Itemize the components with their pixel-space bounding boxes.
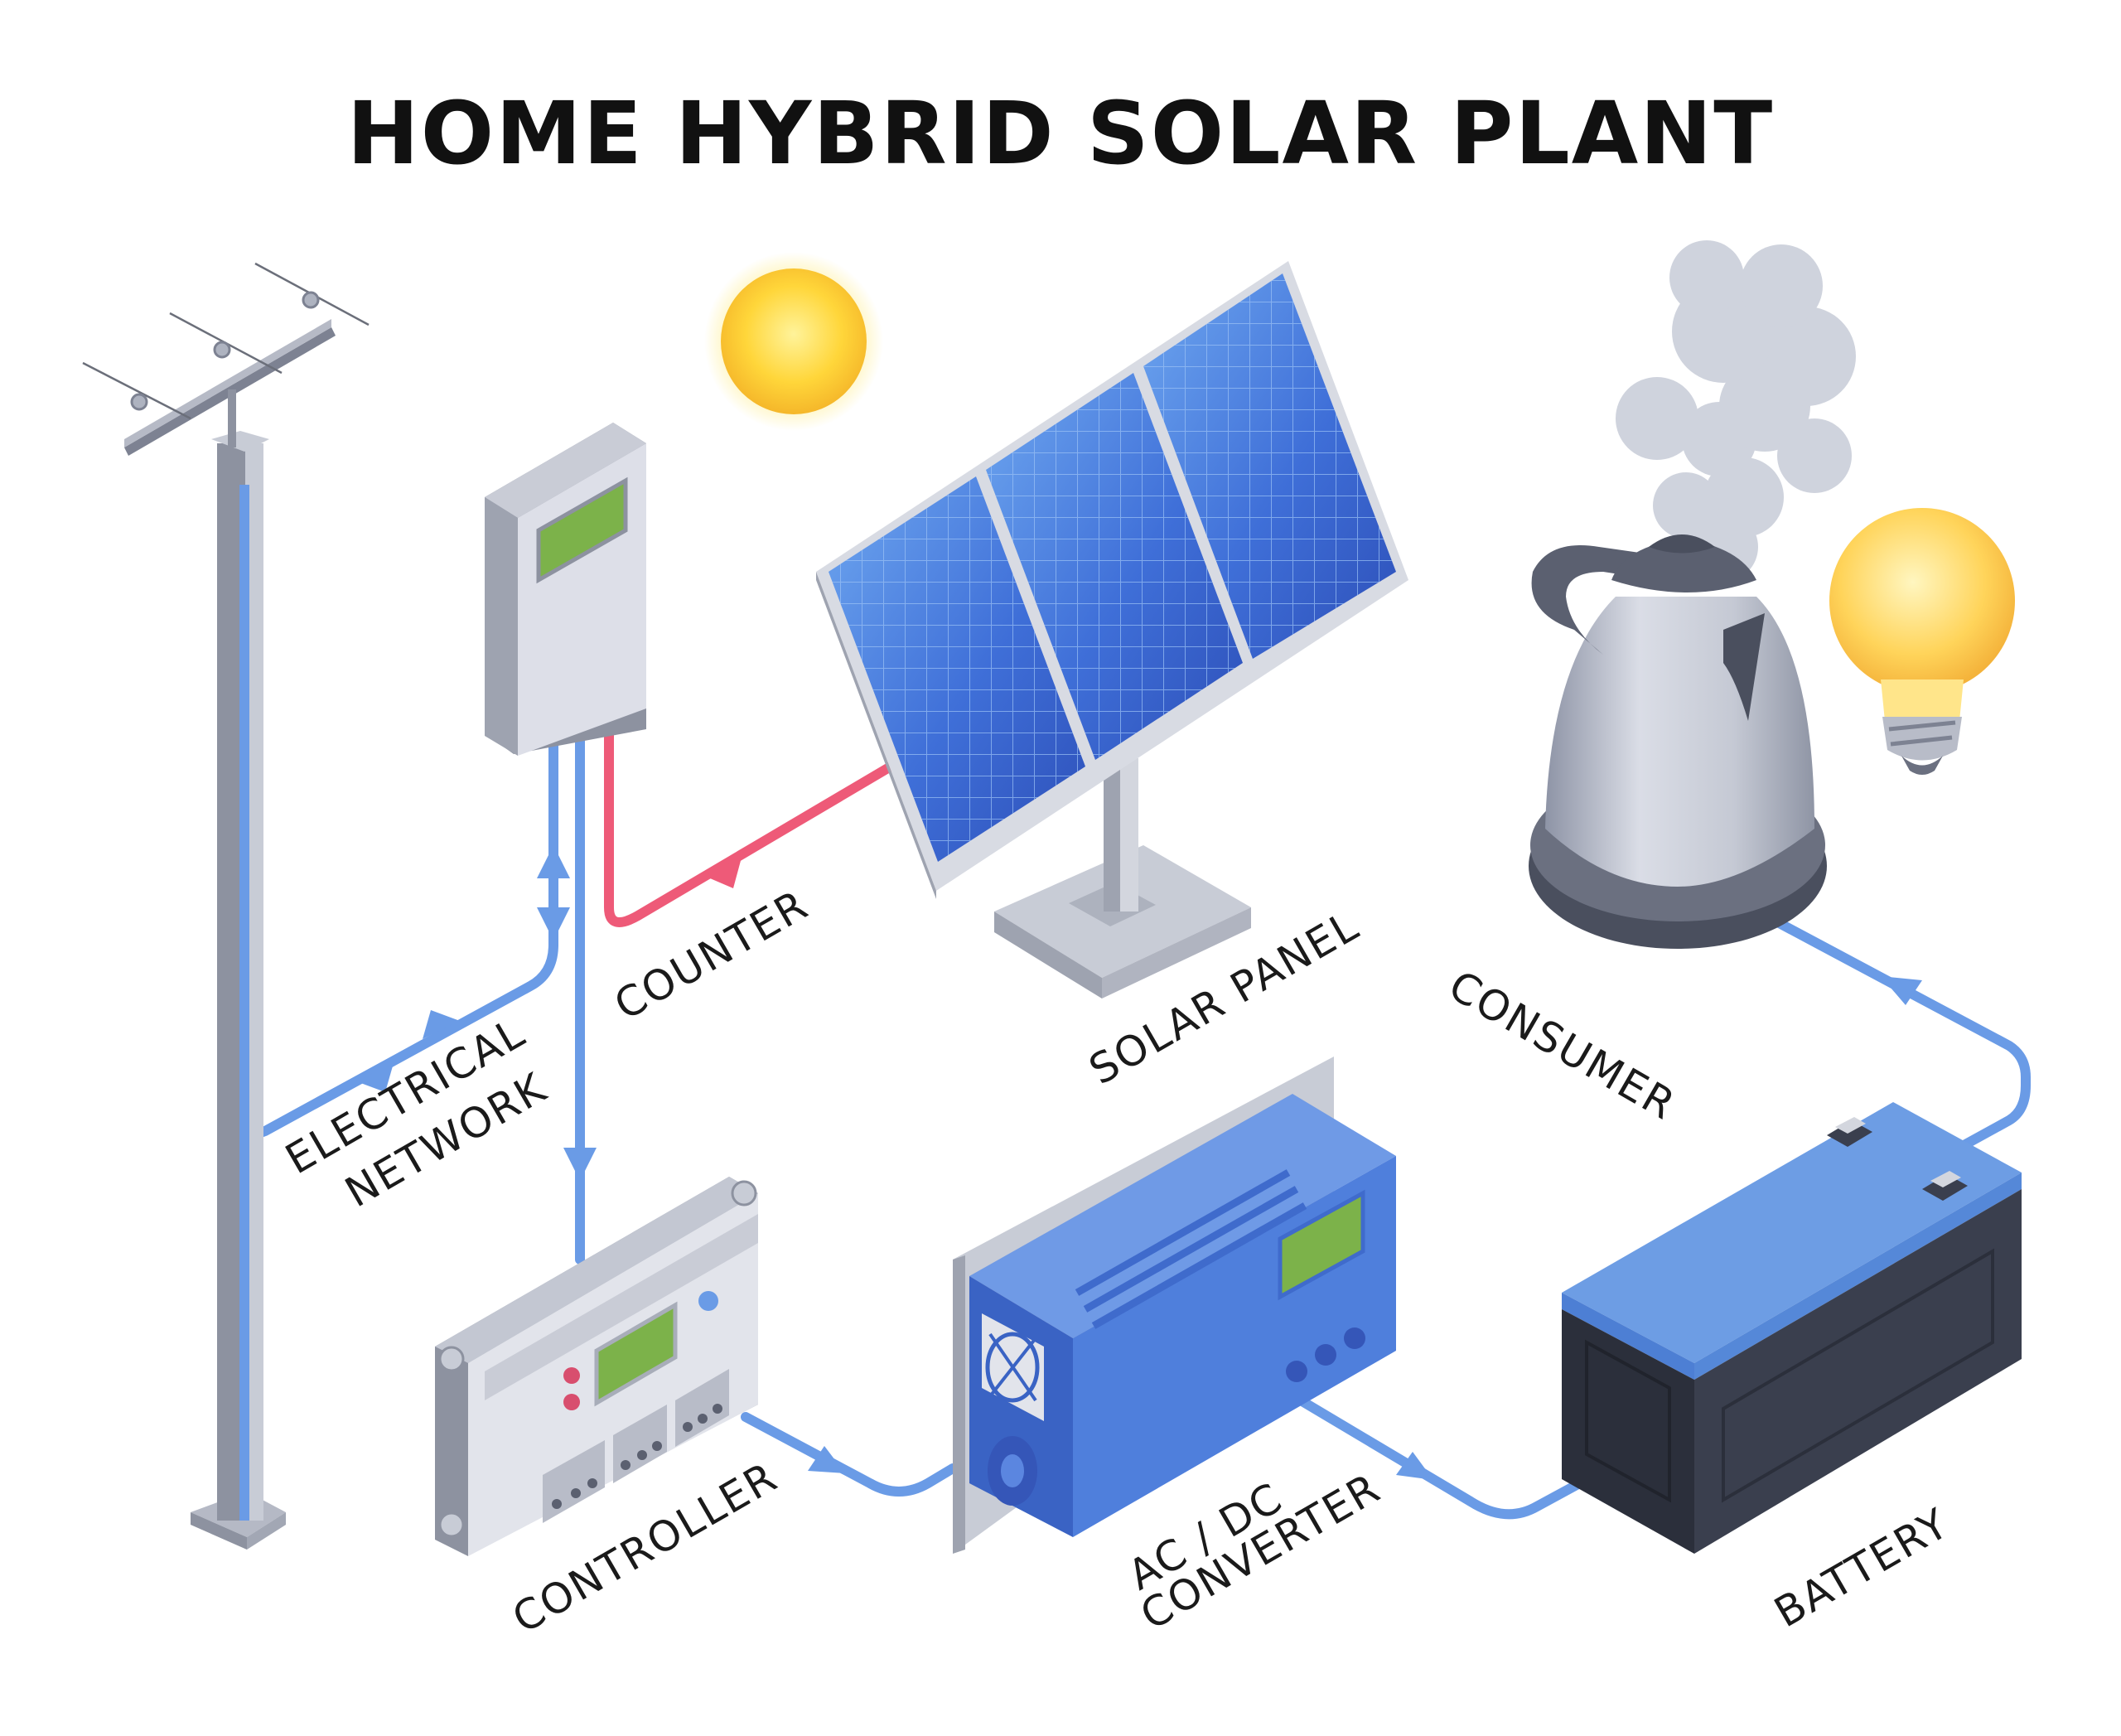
- wire-controller-to-converter: [741, 1412, 958, 1497]
- meter-box: [485, 423, 646, 756]
- charge-controller: [435, 1177, 758, 1556]
- label-counter: COUNTER: [606, 881, 816, 1030]
- battery-terminal-1: [1827, 1120, 1872, 1147]
- sun-icon: [704, 252, 883, 431]
- battery-terminal-2: [1922, 1174, 1968, 1201]
- light-bulb-icon: [1829, 508, 2015, 775]
- wire-battery-to-consumer: [1768, 915, 2031, 1153]
- arrow-to-counter: [704, 858, 742, 888]
- arrow-up-meter: [537, 845, 570, 878]
- arrow-down-controller: [563, 1148, 597, 1181]
- wire-converter-to-battery: [1296, 1395, 1600, 1520]
- utility-pole: [82, 262, 370, 1550]
- solar-panel: [816, 261, 1408, 999]
- page-title: HOME HYBRID SOLAR PLANT: [346, 83, 1775, 184]
- label-consumer: CONSUMER: [1441, 961, 1684, 1129]
- acdc-converter: [953, 1057, 1396, 1554]
- controller-red-light-1: [563, 1367, 580, 1384]
- wire-panel-to-counter: [604, 716, 896, 927]
- arrow-network-left: [356, 1063, 394, 1092]
- kettle-icon: [1529, 240, 1856, 949]
- arrow-down-meter: [537, 907, 570, 941]
- controller-red-light-2: [563, 1394, 580, 1410]
- controller-screen: [594, 1301, 678, 1407]
- label-battery: BATTERY: [1766, 1499, 1957, 1637]
- controller-blue-light: [698, 1291, 718, 1311]
- arrow-controller-out: [808, 1446, 845, 1473]
- arrow-to-consumer: [1881, 976, 1922, 1005]
- battery-icon: [1562, 1102, 2022, 1554]
- arrow-converter-out: [1396, 1452, 1433, 1480]
- converter-fan-icon: [982, 1313, 1044, 1506]
- meter-screen: [536, 476, 628, 584]
- arrow-network-right: [423, 1010, 460, 1039]
- converter-screen: [1278, 1189, 1365, 1301]
- solar-panel-cells: [829, 273, 1396, 862]
